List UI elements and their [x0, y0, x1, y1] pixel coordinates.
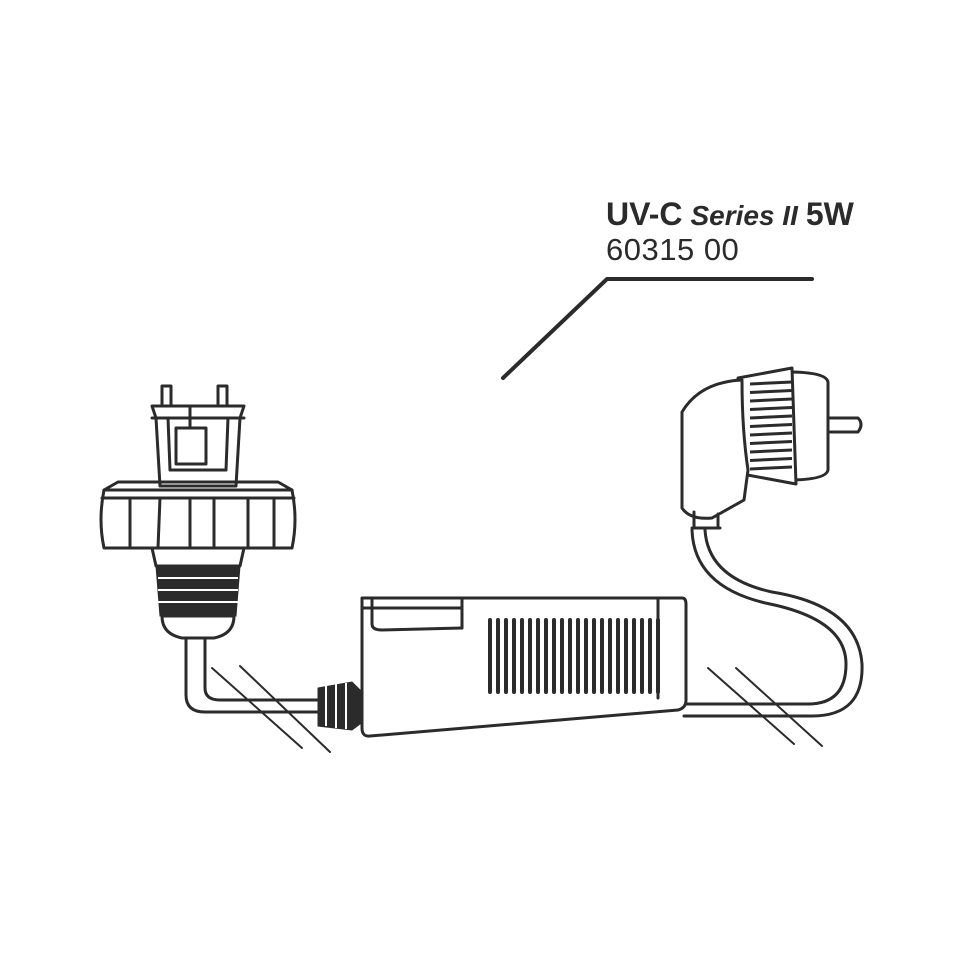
plug-grip-rib: [749, 406, 793, 411]
cable-strain-relief: [317, 681, 361, 731]
lamp-socket: [99, 384, 297, 640]
plug-grip-rib: [749, 389, 793, 394]
vent-slot: [592, 618, 596, 694]
callout-leader-line: [501, 277, 814, 380]
plug-grip-rib: [749, 397, 793, 403]
model-name: UV-C: [606, 196, 683, 232]
vent-slot: [544, 618, 548, 694]
mains-plug: [680, 366, 863, 530]
cable-break-marks-left: [211, 665, 331, 753]
plug-grip-rib: [749, 440, 793, 445]
vent-slot: [536, 618, 540, 694]
series-label: Series II: [690, 200, 798, 231]
vent-slot: [640, 618, 644, 694]
vent-slot: [488, 618, 492, 694]
vent-slot: [616, 618, 620, 694]
vent-slot: [632, 618, 636, 694]
vent-slot: [648, 618, 652, 694]
vent-slot: [608, 618, 612, 694]
vent-slot: [624, 618, 628, 694]
plug-grip-rib: [749, 431, 793, 437]
cable-break-marks-right: [707, 667, 823, 747]
vent-slot: [552, 618, 556, 694]
vent-slot: [656, 618, 660, 694]
vent-slot: [576, 618, 580, 694]
vent-slot: [504, 618, 508, 694]
plug-grip-rib: [749, 448, 793, 454]
cable-lamp-to-ballast: [184, 634, 332, 714]
vent-slot: [528, 618, 532, 694]
plug-grip-rib: [749, 465, 793, 471]
cable-ballast-to-plug: [682, 528, 864, 718]
vent-slot: [568, 618, 572, 694]
wattage-label: 5W: [805, 196, 854, 232]
vent-slot: [560, 618, 564, 694]
part-number: 60315 00: [606, 232, 740, 267]
vent-slot: [512, 618, 516, 694]
plug-grip-rib: [749, 423, 793, 428]
plug-grip-rib: [749, 457, 793, 462]
vent-slot: [496, 618, 500, 694]
vent-slot: [600, 618, 604, 694]
plug-grip-rib: [749, 380, 793, 386]
vent-slot: [584, 618, 588, 694]
vent-slot: [520, 618, 524, 694]
ballast-vent-grille: [488, 618, 660, 694]
plug-grip-rib: [749, 414, 793, 420]
